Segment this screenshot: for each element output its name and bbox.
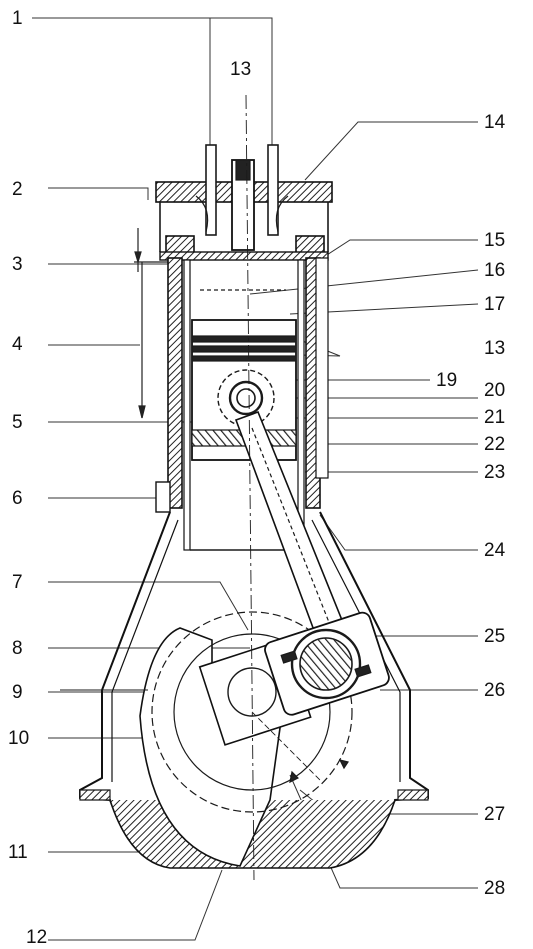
label-2: 2 — [12, 179, 23, 200]
label-22: 22 — [484, 434, 506, 455]
label-25: 25 — [484, 626, 506, 647]
label-12: 12 — [26, 927, 48, 948]
label-8: 8 — [12, 638, 23, 659]
label-16: 16 — [484, 260, 506, 281]
label-24: 24 — [484, 540, 506, 561]
piston — [191, 289, 297, 461]
label-14: 14 — [484, 112, 506, 133]
label-4: 4 — [12, 334, 23, 355]
label-9: 9 — [12, 682, 23, 703]
label-15: 15 — [484, 230, 506, 251]
label-1: 1 — [12, 8, 23, 29]
center-line — [245, 94, 255, 881]
big-end-bearing — [264, 611, 390, 716]
label-19: 19 — [436, 370, 458, 391]
label-20: 20 — [484, 380, 506, 401]
label-7: 7 — [12, 572, 23, 593]
label-3: 3 — [12, 254, 23, 275]
label-10: 10 — [8, 728, 30, 749]
label-17: 17 — [484, 294, 506, 315]
label-27: 27 — [484, 804, 506, 825]
cylinder-walls — [155, 257, 329, 551]
label-21: 21 — [484, 407, 506, 428]
label-26: 26 — [484, 680, 506, 701]
cylinder-head — [155, 144, 333, 261]
label-28: 28 — [484, 878, 506, 899]
stroke-dimension — [134, 228, 180, 419]
crank-radius-line — [251, 711, 321, 781]
label-13-top: 13 — [230, 59, 252, 80]
label-6: 6 — [12, 488, 23, 509]
label-23: 23 — [484, 462, 506, 483]
label-13-right: 13 — [484, 338, 506, 359]
label-11: 11 — [8, 842, 28, 863]
label-5: 5 — [12, 412, 23, 433]
